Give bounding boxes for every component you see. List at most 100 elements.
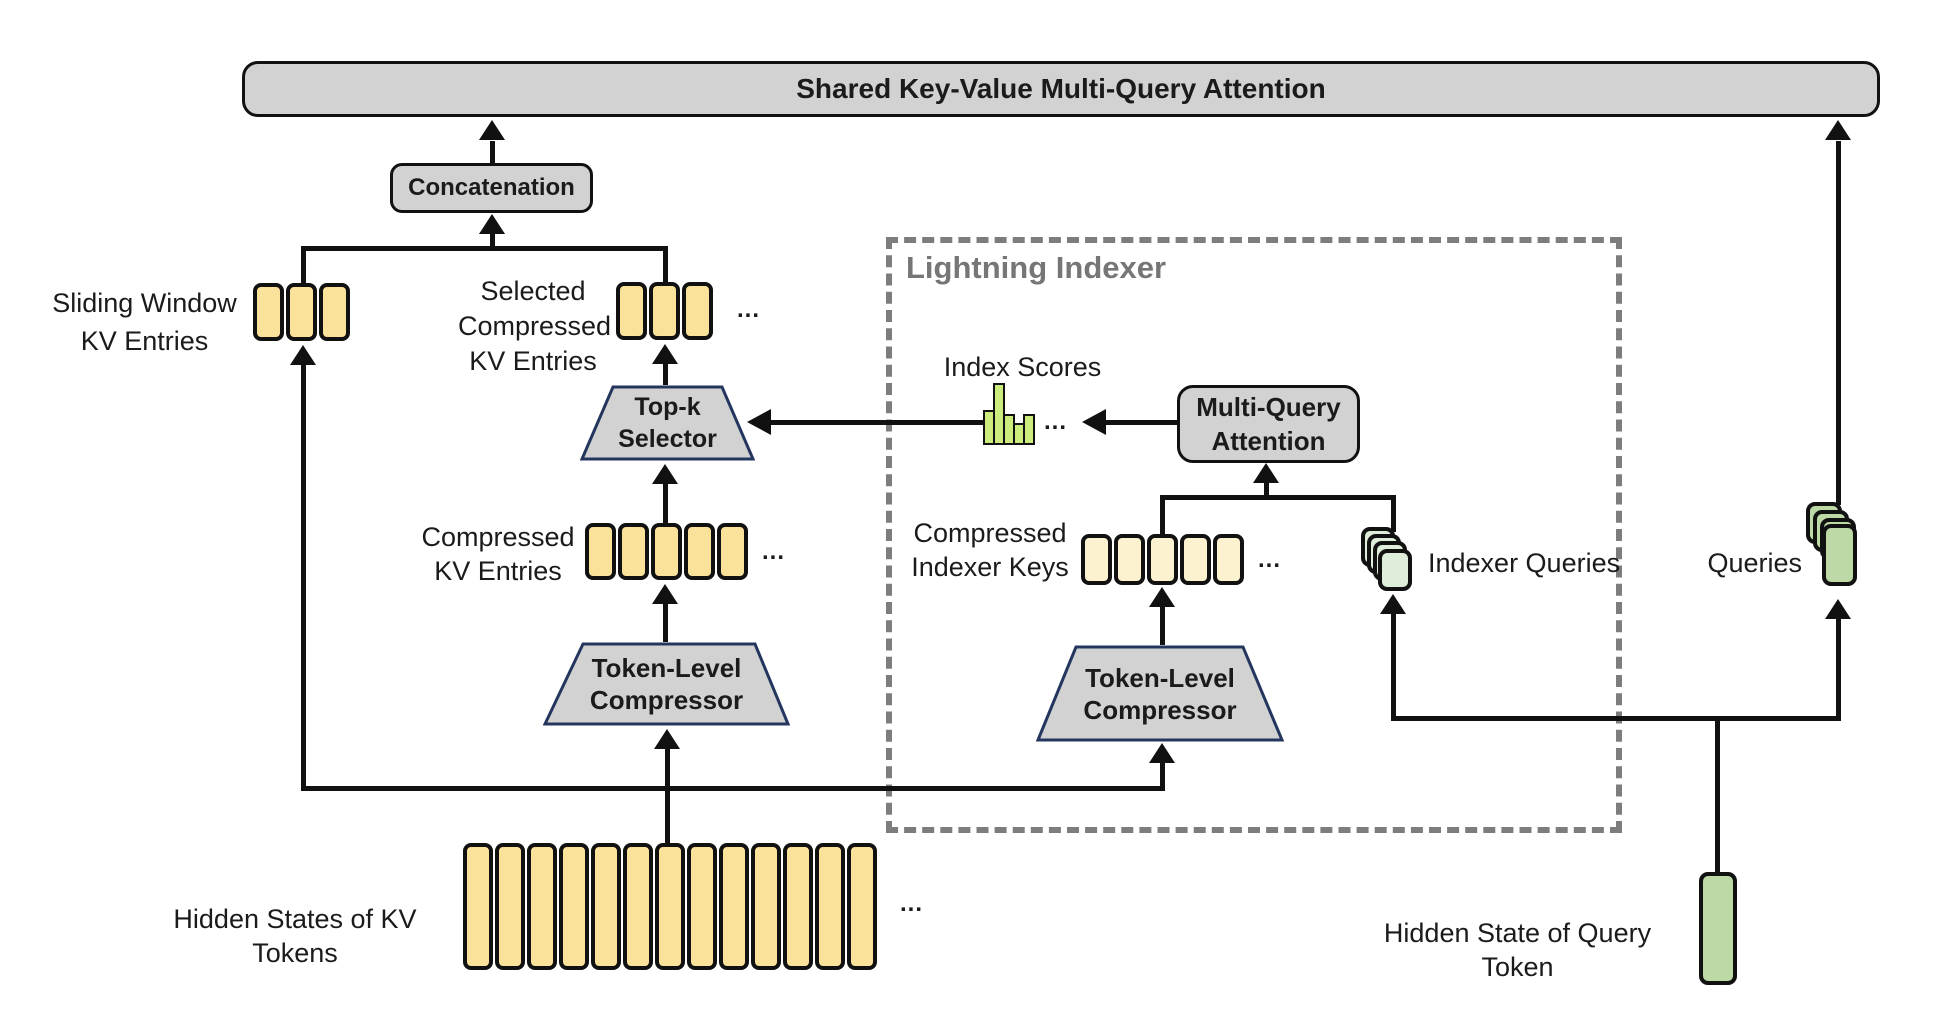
arrowhead-into-queries — [1825, 599, 1851, 619]
indexer-compressor-line1: Token-Level — [1085, 662, 1235, 693]
kv-token-cell — [655, 843, 685, 970]
kv-token-cell — [559, 843, 589, 970]
mqa-input-bus-line — [1160, 495, 1396, 500]
kv-token-cell — [463, 843, 493, 970]
hidden-states-kv-cells — [463, 843, 877, 970]
arrowhead-into-indexer-compressor — [1149, 743, 1175, 763]
hidden-states-ellipsis: ... — [900, 890, 924, 917]
compressed-cells-ellipsis: ... — [762, 538, 786, 565]
bus-to-indexer-compressor-line — [1160, 763, 1165, 788]
lightning-indexer-dashed-box — [886, 237, 1622, 833]
compressed-kv-label-line1: Compressed — [421, 522, 575, 552]
query-token-to-indexer-queries-line — [1391, 614, 1396, 718]
kv-token-cell — [527, 843, 557, 970]
kv-token-cell — [815, 843, 845, 970]
selected-compressed-label: Selected Compressed KV Entries — [458, 274, 612, 379]
sliding-window-label-line1: Sliding Window — [52, 288, 237, 318]
topk-line1: Top-k — [634, 393, 701, 421]
top-k-selector-label: Top-k Selector — [580, 387, 755, 459]
selected-cells-ellipsis: ... — [737, 296, 761, 323]
kv-token-cell — [495, 843, 525, 970]
indexer-key-cell — [1081, 534, 1112, 585]
query-token-riser-line — [1715, 716, 1720, 872]
index-scores-ellipsis: ... — [1044, 408, 1068, 435]
compressed-kv-label: Compressed KV Entries — [418, 520, 578, 588]
indexer-keys-label-line2: Indexer Keys — [911, 552, 1069, 582]
sliding-window-label-line2: KV Entries — [80, 326, 209, 356]
query-token-bus-line — [1391, 716, 1841, 721]
hidden-state-query-token-label: Hidden State of Query Token — [1383, 918, 1652, 982]
kv-cell — [253, 283, 284, 341]
kv-cell — [649, 282, 680, 340]
score-bar — [1023, 414, 1035, 445]
hidden-states-feed-line — [665, 749, 670, 843]
kv-cell — [684, 523, 715, 580]
kv-token-level-compressor-shape — [543, 642, 790, 726]
indexer-queries-stack — [1361, 527, 1421, 597]
mqa-label-line2: Attention — [1211, 426, 1326, 456]
kv-cell — [717, 523, 748, 580]
indexer-key-cell — [1180, 534, 1211, 585]
selected-label-line2: Compressed — [458, 311, 612, 341]
kv-compressor-line2: Compressor — [589, 685, 744, 715]
kv-token-cell — [751, 843, 781, 970]
indexer-keys-label-line1: Compressed — [913, 518, 1067, 548]
arrowhead-into-topk-selector — [652, 464, 678, 484]
multi-query-attention-box: Multi-Query Attention — [1177, 385, 1360, 463]
indexer-query-card — [1378, 549, 1412, 591]
arrowhead-into-indexer-queries — [1380, 594, 1406, 614]
arrowhead-into-indexer-keys — [1149, 587, 1175, 607]
scores-to-topk-line — [771, 420, 983, 425]
topk-to-selected-line — [663, 364, 668, 385]
queries-stack — [1806, 502, 1866, 592]
kv-token-cell — [687, 843, 717, 970]
compressed-to-topk-line — [663, 484, 668, 523]
concatenation-box: Concatenation — [390, 163, 593, 213]
indexer-token-level-compressor-label: Token-Level Compressor — [1036, 651, 1284, 736]
arrowhead-into-attention-bar-right — [1825, 120, 1851, 140]
sliding-window-top-connector — [301, 246, 306, 285]
selected-top-connector — [663, 246, 668, 284]
indexer-compressor-line2: Compressor — [1083, 694, 1237, 725]
hidden-states-kv-label: Hidden States of KV Tokens — [173, 904, 417, 968]
query-token-to-queries-line — [1836, 619, 1841, 718]
selected-label-line1: Selected — [480, 276, 586, 306]
bus-to-mqa-line — [1264, 483, 1269, 497]
compressed-kv-label-line2: KV Entries — [434, 556, 562, 586]
arrowhead-into-mqa — [1253, 463, 1279, 483]
kv-token-cell — [591, 843, 621, 970]
arrowhead-into-concatenation — [479, 214, 505, 234]
selected-label-line3: KV Entries — [469, 346, 597, 376]
lightning-indexer-title: Lightning Indexer — [906, 250, 1167, 285]
arrowhead-into-topk-right — [747, 409, 771, 435]
shared-kv-mqa-bar: Shared Key-Value Multi-Query Attention — [242, 61, 1880, 117]
index-scores-bar-chart — [983, 383, 1041, 445]
mqa-label-line1: Multi-Query — [1196, 392, 1341, 422]
indexer-compressor-to-keys-line — [1160, 607, 1165, 645]
arrowhead-into-index-scores — [1082, 409, 1106, 435]
arrowhead-into-sliding-window-cells — [290, 345, 316, 365]
indexer-key-cell — [1114, 534, 1145, 585]
kv-cell — [651, 523, 682, 580]
compressed-kv-cells — [585, 523, 748, 580]
kv-token-cell — [623, 843, 653, 970]
compressor-to-compressed-line — [663, 604, 668, 642]
kv-cell — [682, 282, 713, 340]
indexer-key-cell — [1213, 534, 1244, 585]
arrowhead-into-attention-bar-left — [479, 120, 505, 140]
kv-token-cell — [847, 843, 877, 970]
compressed-indexer-keys-label: Compressed Indexer Keys — [905, 516, 1075, 584]
topk-line2: Selector — [618, 425, 717, 453]
kv-cell — [286, 283, 317, 341]
kv-cell — [618, 523, 649, 580]
queries-label: Queries — [1707, 548, 1802, 578]
kv-cell — [319, 283, 350, 341]
top-k-selector-shape — [580, 385, 755, 461]
concat-input-bus-line — [301, 246, 668, 251]
arrowhead-into-kv-compressor — [654, 729, 680, 749]
hidden-state-query-token-cell — [1699, 872, 1737, 985]
selected-compressed-kv-cells — [616, 282, 713, 340]
kv-token-cell — [719, 843, 749, 970]
indexer-queries-to-bus-connector — [1391, 495, 1396, 532]
